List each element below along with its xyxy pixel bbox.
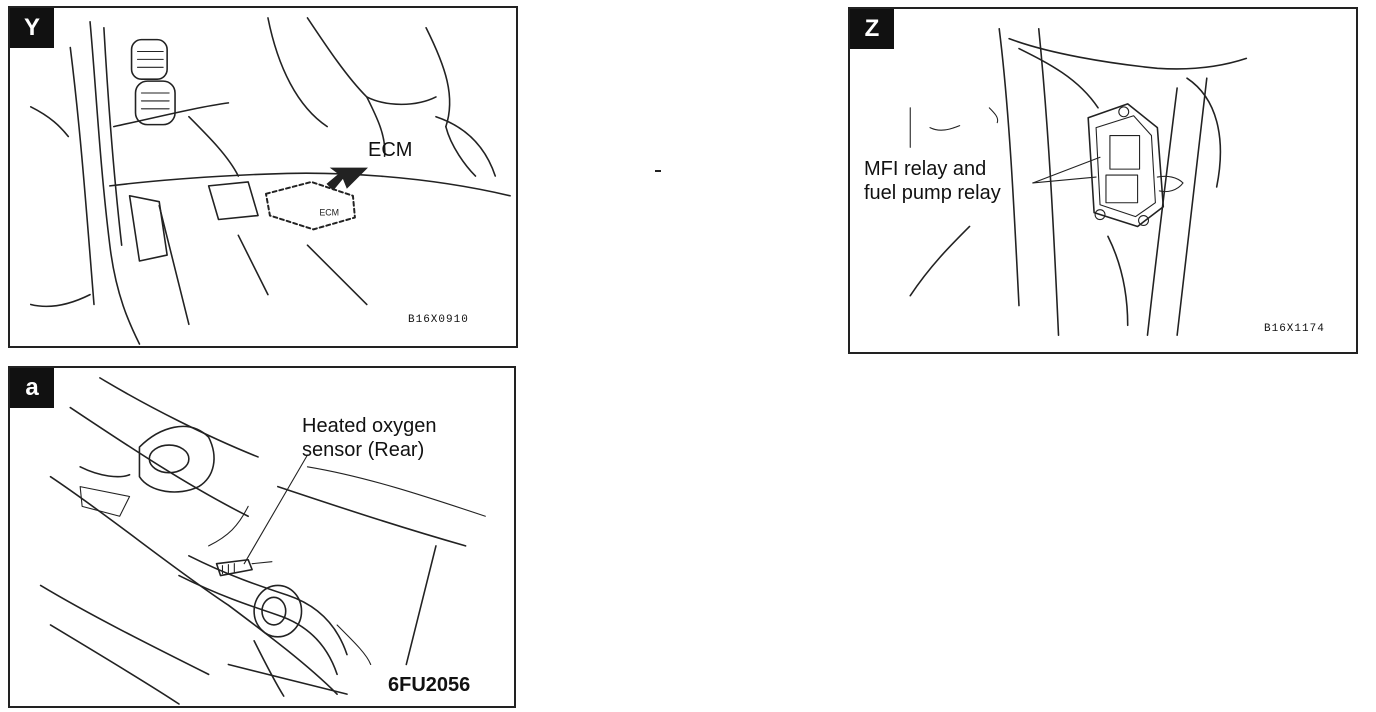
oxygen-sensor-label-line2: sensor (Rear) [302, 439, 425, 461]
mfi-relay-label-line1: MFI relay and [864, 158, 987, 180]
panel-z-relay-location: Z MFI relay and fuel pump relay B16X1174 [848, 7, 1358, 354]
panel-a-figure-code: 6FU2056 [388, 674, 471, 696]
panel-y-ecm-location: ECM Y ECM B16X0910 [8, 6, 518, 348]
oxygen-sensor-drawing [39, 377, 486, 705]
panel-a-oxygen-sensor-location: a Heated oxygen sensor (Rear) 6FU2056 [8, 366, 516, 708]
ecm-label: ECM [368, 139, 413, 161]
svg-text:ECM: ECM [319, 208, 339, 218]
ecm-location-drawing: ECM [29, 17, 511, 345]
panel-z-tag: Z [850, 9, 894, 49]
stray-mark [655, 170, 661, 172]
panel-y-tag: Y [10, 8, 54, 48]
panel-a-tag: a [10, 368, 54, 408]
panel-y-figure-code: B16X0910 [408, 314, 469, 326]
mfi-relay-label-line2: fuel pump relay [864, 182, 1001, 204]
oxygen-sensor-label-line1: Heated oxygen [302, 415, 437, 437]
panel-z-figure-code: B16X1174 [1264, 323, 1325, 335]
relay-location-drawing [909, 27, 1248, 336]
